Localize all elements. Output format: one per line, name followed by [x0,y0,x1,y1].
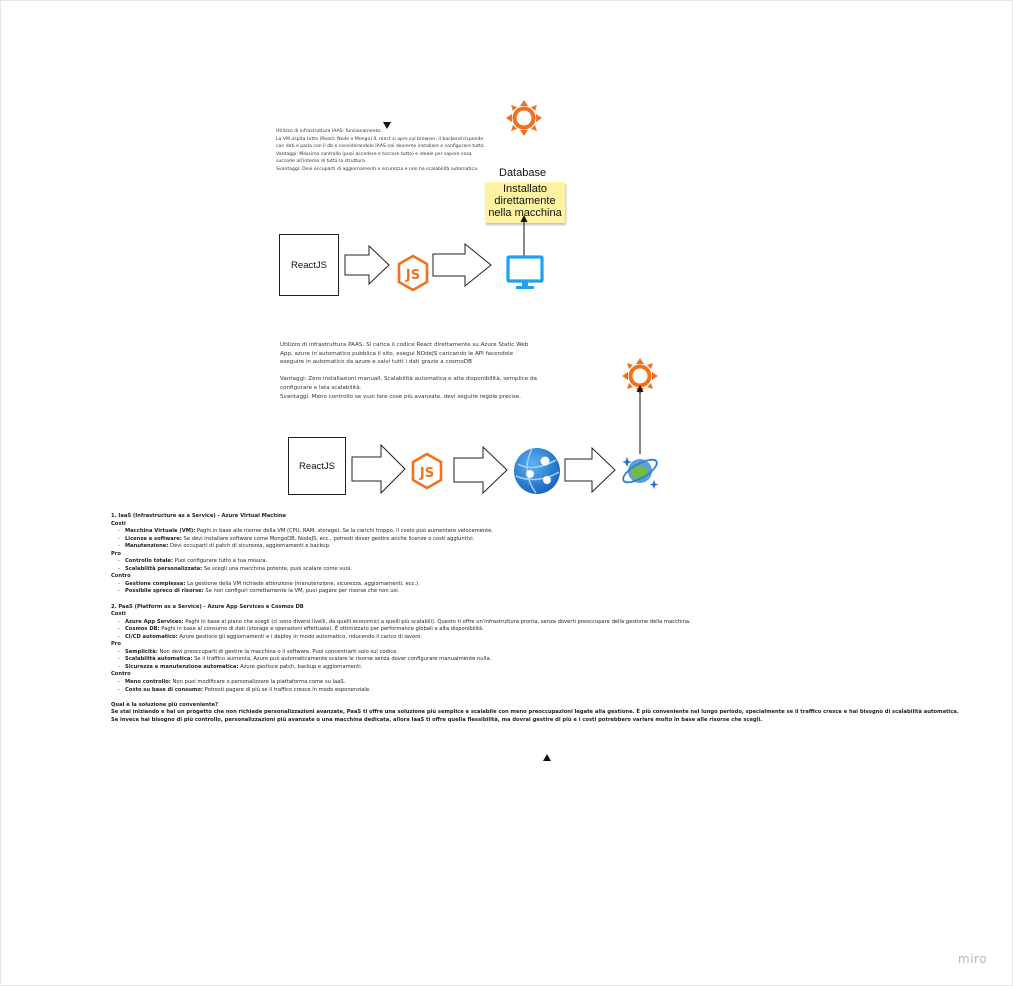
svg-text:JS: JS [405,268,420,283]
section-label: Costi [111,611,126,618]
svg-text:JS: JS [419,466,434,481]
paas-note-line [280,367,537,376]
connector-arrow[interactable] [635,385,645,455]
list-item: Licenze e software: Se devi installare s… [111,536,959,544]
sticky-line: direttamente [494,195,556,207]
list-item: Manutenzione: Devi occuparti di patch di… [111,543,959,551]
list-item: Cosmos DB: Paghi in base al consumo di d… [111,626,959,634]
paas-note-line: Vantaggi: Zero installazioni manuali, Sc… [280,376,537,383]
comparison-document[interactable]: 1. IaaS (Infrastructure as a Service) - … [111,513,959,724]
azure-static-web-app-icon[interactable] [512,446,562,496]
cosmos-db-icon[interactable] [619,450,661,492]
iaas-note-line: Svantaggi: Devi occuparti di aggiornamen… [276,166,479,172]
conclusion-text: Se stai iniziando e hai un progetto che … [111,709,959,716]
pointer-marker-icon [383,122,391,129]
list-item: Semplicità: Non devi preoccuparti di ges… [111,649,959,657]
paas-note-line: Svantaggi. Meno controllo se vuoi fare c… [280,393,522,400]
section-label: Costi [111,520,126,527]
iaas-note-line: succede all'interno di tutta la struttur… [276,159,367,165]
nodejs-icon[interactable]: JS [396,254,430,292]
list-item: Macchina Virtuale (VM): Paghi in base al… [111,528,959,536]
list-item: Scalabilità personalizzata: Se scegli un… [111,566,959,574]
conclusion-text: Se invece hai bisogno di più controllo, … [111,716,763,723]
section-label: Contro [111,671,131,678]
iaas-note-line: Vantaggi: Massimo controllo (puoi accede… [276,151,472,157]
miro-watermark: miro [958,952,988,966]
iaas-note[interactable]: Utilizzo di infrastruttura IAAS: funzion… [276,128,485,174]
list-item: Azure App Services: Paghi in base al pia… [111,619,959,627]
nodejs-icon[interactable]: JS [410,452,444,490]
connector-arrow[interactable] [519,215,529,257]
iaas-heading: 1. IaaS (Infrastructure as a Service) - … [111,513,287,519]
sticky-line: nella macchina [488,207,562,219]
reactjs-box[interactable]: ReactJS [288,437,346,495]
list-item: Gestione complessa: La gestione della VM… [111,581,959,589]
conclusion-heading: Qual è la soluzione più conveniente? [111,701,219,708]
block-arrow-icon[interactable] [344,245,390,285]
database-label: Database [499,167,547,179]
block-arrow-icon[interactable] [453,446,508,494]
paas-heading: 2. PaaS (Platform as a Service) - Azure … [111,603,304,610]
paas-note[interactable]: Utilizzo di infrastruttura PAAS: Si cari… [280,341,537,401]
block-arrow-icon[interactable] [432,243,492,287]
list-item: CI/CD automatico: Azure gestisce gli agg… [111,634,959,642]
block-arrow-icon[interactable] [564,447,616,493]
paas-note-line: App, azure in automatico pubblica il sit… [280,350,514,357]
list-item: Scalabilità automatica: Se il traffico a… [111,656,959,664]
gear-icon[interactable] [506,100,542,136]
paas-note-line: configurare e lata scalabilità. [280,384,362,391]
list-item: Costo su base di consumo: Potresti pagar… [111,687,959,695]
paas-note-line: Utilizzo di infrastruttura PAAS: Si cari… [280,342,529,348]
list-item: Possibile spreco di risorse: Se non conf… [111,588,959,596]
list-item: Sicurezza e manutenzione automatica: Azu… [111,664,959,672]
block-arrow-icon[interactable] [351,444,406,494]
section-label: Contro [111,573,131,580]
sticky-line: Installato [502,183,548,195]
monitor-icon[interactable] [506,255,544,291]
paas-note-line: eseguire in automatico da azure e salvi … [280,359,472,366]
section-label: Pro [111,550,121,557]
list-item: Meno controllo: Non puoi modificare o pe… [111,679,959,687]
database-sticky-note[interactable]: Installato direttamente nella macchina [485,182,565,223]
pointer-marker-icon [543,754,551,761]
section-label: Pro [111,641,121,648]
iaas-note-line: La VM ospita tutto (React, Node e Mongo)… [276,136,484,142]
iaas-note-line: con dati e parla con il db e considerand… [276,144,485,150]
list-item: Controllo totale: Puoi configurare tutto… [111,558,959,566]
iaas-note-line: Utilizzo di infrastruttura IAAS: funzion… [276,129,382,134]
reactjs-box[interactable]: ReactJS [279,234,339,296]
